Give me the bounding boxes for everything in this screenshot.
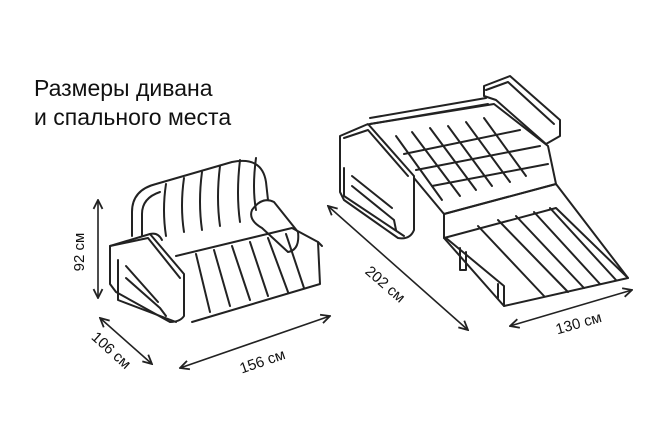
sofa-armrest bbox=[109, 233, 185, 323]
bed-back-armrest bbox=[483, 75, 561, 145]
depth-arrow bbox=[100, 318, 152, 364]
bed-length-label: 202 см bbox=[362, 263, 409, 307]
bed-length-arrow bbox=[328, 206, 468, 330]
title-line-2: и спального места bbox=[34, 104, 232, 130]
sofa-cushion bbox=[250, 199, 300, 253]
bed-width-label: 130 см bbox=[554, 309, 604, 338]
width-label: 156 см bbox=[238, 346, 288, 377]
depth-label: 106 см bbox=[88, 329, 134, 373]
diagram-title: Размеры дивана и спального места bbox=[34, 74, 231, 132]
bed-width-arrow bbox=[510, 290, 632, 326]
title-line-1: Размеры дивана bbox=[34, 75, 213, 101]
sofa-backrest bbox=[131, 160, 269, 237]
dimension-lines bbox=[98, 200, 632, 368]
folded-sofa-drawing bbox=[109, 157, 323, 323]
height-label: 92 см bbox=[71, 233, 88, 272]
width-arrow bbox=[180, 316, 330, 368]
